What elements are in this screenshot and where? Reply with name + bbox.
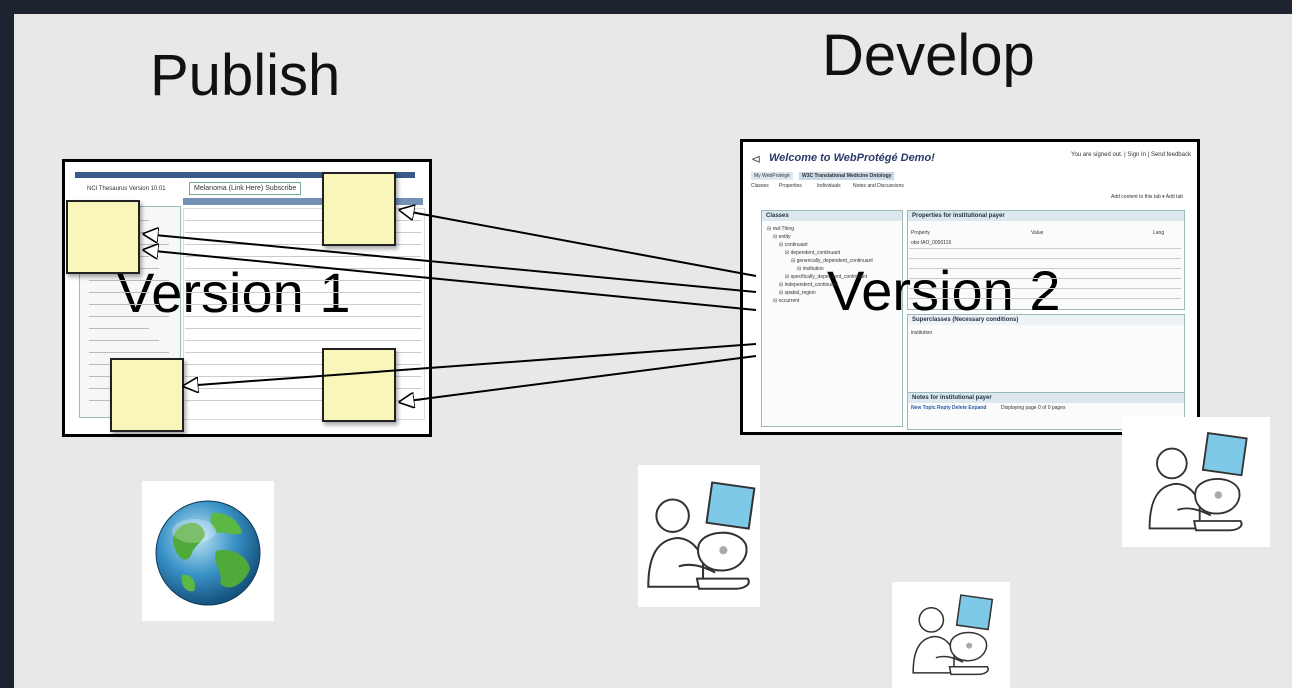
webprotege-logo-icon: ⊲ [751, 152, 762, 166]
class-tree-item[interactable]: ⊟ occurrent [773, 298, 800, 304]
signin-status: You are signed out. | Sign In | Send fee… [1071, 152, 1191, 158]
tab-my-webprotege[interactable]: My WebProtégé [751, 172, 793, 180]
col-value: Value [1031, 230, 1044, 236]
superclasses-title: Superclasses (Necessary conditions) [908, 315, 1184, 325]
property-row-line [909, 288, 1181, 289]
class-tree-item[interactable]: ⊟ specifically_dependent_continuant [785, 274, 868, 280]
globe-clipart [142, 481, 274, 621]
detail-row-line [185, 352, 421, 353]
detail-row-line [185, 280, 421, 281]
detail-row-line [185, 388, 421, 389]
thesaurus-name: NCI Thesaurus Version 10.01 [87, 186, 166, 192]
arrow [400, 210, 757, 277]
sticky-note [110, 358, 184, 432]
class-tree-item[interactable]: ⊟ spatial_region [779, 290, 816, 296]
property-row-line [909, 248, 1181, 249]
slide: Publish Develop NCI Thesaurus Version 10… [14, 14, 1292, 688]
arrow [144, 234, 757, 293]
classes-panel-title: Classes [762, 211, 902, 221]
detail-row-line [185, 268, 421, 269]
class-tree-item[interactable]: ⊟ independent_continuant [779, 282, 838, 288]
person-at-computer-icon [912, 594, 994, 676]
welcome-title: Welcome to WebProtégé Demo! [769, 152, 935, 164]
tree-row-line [89, 316, 169, 317]
detail-row-line [185, 316, 421, 317]
detail-row-line [185, 256, 421, 257]
paging-text: Displaying page 0 of 0 pages [1001, 405, 1066, 411]
sticky-note [66, 200, 140, 274]
version-2-label: Version 2 [827, 259, 1061, 322]
arrow [400, 355, 757, 402]
person-at-computer-icon [647, 481, 756, 590]
tab-individuals[interactable]: Individuals [817, 183, 841, 189]
notes-panel-title: Notes for institutional payer [908, 393, 1184, 403]
class-tree-item[interactable]: ⊟ institution [797, 266, 824, 272]
class-tree-item[interactable]: ⊟ owl:Thing [767, 226, 794, 232]
develop-title: Develop [822, 23, 1035, 88]
col-property: Property [911, 230, 930, 236]
class-tree-item[interactable]: ⊟ entity [773, 234, 791, 240]
col-lang: Lang [1153, 230, 1165, 236]
tab-notes[interactable]: Notes and Discussions [853, 183, 904, 189]
detail-row-line [185, 328, 421, 329]
detail-row-line [185, 304, 421, 305]
concept-title: Melanoma (Link Here) Subscribe [189, 182, 302, 195]
property-iri: obo:IAO_0000116 [911, 240, 952, 246]
detail-row-line [185, 292, 421, 293]
tree-row-line [89, 304, 159, 305]
property-row-line [909, 258, 1181, 259]
detail-row-line [185, 244, 421, 245]
globe-icon [155, 500, 261, 606]
new-topic-button[interactable]: New Topic Reply Delete Expand [911, 405, 987, 411]
tree-row-line [89, 292, 149, 293]
detail-row-line [185, 340, 421, 341]
classes-panel: Classes [761, 210, 903, 427]
detail-row-line [185, 220, 421, 221]
tree-row-line [89, 328, 149, 329]
tree-row-line [89, 340, 159, 341]
tab-ontology[interactable]: W3C Translational Medicine Ontology [799, 172, 895, 180]
property-row-line [909, 298, 1181, 299]
person-at-computer-clipart [892, 582, 1010, 688]
class-tree-item[interactable]: ⊟ dependent_continuant [785, 250, 841, 256]
arrow [184, 343, 757, 386]
superclass-value: institution [911, 330, 933, 336]
class-tree-item[interactable]: ⊟ generically_dependent_continuant [791, 258, 873, 264]
arrows-layer [14, 14, 757, 688]
sticky-note [322, 348, 396, 422]
publish-title: Publish [150, 43, 341, 108]
tab-classes[interactable]: Classes [751, 183, 769, 189]
add-content-link[interactable]: Add content to this tab ▾ Add tab [1111, 194, 1184, 200]
detail-row-line [185, 400, 421, 401]
person-at-computer-icon [1148, 431, 1248, 532]
properties-panel: Properties for institutional payer [907, 210, 1185, 310]
person-at-computer-clipart [1122, 417, 1270, 547]
detail-row-line [185, 232, 421, 233]
tree-row-line [89, 352, 169, 353]
tab-strip [183, 198, 423, 205]
arrow [144, 250, 757, 311]
class-tree-item[interactable]: ⊟ continuant [779, 242, 808, 248]
property-row-line [909, 268, 1181, 269]
person-at-computer-clipart [638, 465, 760, 607]
tab-properties[interactable]: Properties [779, 183, 802, 189]
properties-panel-title: Properties for institutional payer [908, 211, 1184, 221]
version-2-screenshot: Welcome to WebProtégé Demo! ⊲ You are si… [740, 139, 1200, 435]
detail-row-line [185, 364, 421, 365]
browser-title-bar [75, 172, 415, 178]
property-row-line [909, 278, 1181, 279]
sticky-note [322, 172, 396, 246]
tree-row-line [89, 280, 169, 281]
